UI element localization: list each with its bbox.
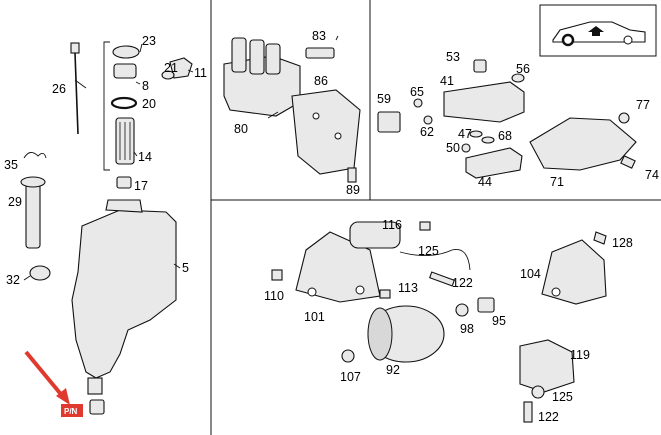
callout-56: 56: [516, 62, 530, 76]
highlighted-part-tag-text: P/N: [64, 407, 78, 416]
callout-101: 101: [304, 310, 325, 324]
callout-119: 119: [570, 348, 590, 362]
callout-8: 8: [142, 79, 149, 93]
callout-122-top: 122: [452, 276, 473, 290]
seal-21: [161, 70, 175, 80]
callout-5: 5: [182, 261, 189, 275]
seal-68: [481, 136, 495, 144]
callout-128: 128: [612, 236, 633, 250]
callout-92: 92: [386, 363, 400, 377]
seal-47: [469, 130, 483, 138]
fitting-95: [477, 297, 495, 313]
bolt-122-top: [428, 271, 456, 287]
callout-86: 86: [314, 74, 328, 88]
callout-125-bottom: 125: [552, 390, 573, 404]
vehicle-locator: [539, 4, 657, 57]
part-62: [423, 115, 433, 125]
part-17: [116, 176, 132, 189]
callout-labels: 23 26 8 11 20 21 14 17 35 29 32 5 83 86 …: [4, 29, 659, 424]
nut-107: [341, 349, 355, 363]
callout-110: 110: [264, 289, 284, 303]
callout-107: 107: [340, 370, 361, 384]
callout-113: 113: [398, 281, 418, 295]
dipstick-rod: [74, 52, 79, 135]
top-middle-panel: [223, 35, 361, 183]
callout-11: 11: [194, 66, 207, 80]
callout-32: 32: [6, 273, 20, 287]
bottom-grommet: [89, 399, 105, 415]
callout-14: 14: [138, 150, 152, 164]
callout-125-top: 125: [418, 244, 439, 258]
callout-77: 77: [636, 98, 650, 112]
bracket-86: [291, 89, 361, 175]
reservoir-5: [71, 209, 177, 379]
sensor-29: [25, 181, 41, 249]
bolt-89: [347, 167, 357, 183]
valve-body-41: [443, 81, 525, 123]
grommet-32: [29, 265, 51, 281]
callout-20: 20: [142, 97, 156, 111]
fitting-83: [305, 47, 335, 59]
bracket-101: [295, 231, 381, 303]
callout-89: 89: [346, 183, 360, 197]
part-50: [461, 143, 471, 153]
vehicle-front-arrow-icon: [588, 26, 604, 36]
callout-17: 17: [134, 179, 148, 193]
callout-41: 41: [440, 74, 454, 88]
mount-119: [519, 339, 575, 393]
callout-116: 116: [382, 218, 402, 232]
washer-125: [531, 385, 545, 399]
washer-98: [455, 303, 469, 317]
callout-47: 47: [458, 127, 472, 141]
callout-83: 83: [312, 29, 326, 43]
bracket-104: [541, 239, 607, 305]
callout-29: 29: [8, 195, 22, 209]
left-panel: P/N: [20, 41, 194, 417]
bolt-74: [620, 155, 636, 169]
bolt-122-bottom: [523, 401, 533, 423]
callout-62: 62: [420, 125, 434, 139]
callout-95: 95: [492, 314, 506, 328]
callout-23: 23: [142, 34, 156, 48]
ring-20: [110, 96, 138, 110]
callout-104: 104: [520, 267, 541, 281]
callout-80: 80: [234, 122, 248, 136]
part-128: [593, 231, 607, 245]
part-65: [413, 98, 423, 108]
red-pointer-arrow-icon: [24, 350, 70, 405]
solenoid-44: [465, 147, 523, 179]
callout-71: 71: [550, 175, 564, 189]
callout-50: 50: [446, 141, 460, 155]
actuator-71: [529, 117, 637, 171]
part-113: [379, 289, 391, 299]
callout-35: 35: [4, 158, 18, 172]
dipstick-cap: [70, 42, 80, 54]
part-8: [113, 63, 137, 79]
filler-cap-23: [112, 45, 140, 59]
callout-68: 68: [498, 129, 512, 143]
callout-53: 53: [446, 50, 460, 64]
callout-44: 44: [478, 175, 492, 189]
sensor-cable-125: [399, 248, 471, 271]
callout-59: 59: [377, 92, 391, 106]
callout-65: 65: [410, 85, 424, 99]
bolt-110: [271, 269, 283, 281]
callout-98: 98: [460, 322, 474, 336]
bottom-right-panel: [271, 221, 607, 423]
top-right-panel: [377, 59, 637, 179]
callout-26: 26: [52, 82, 66, 96]
connector-59: [377, 111, 401, 133]
highlighted-part-tag[interactable]: [61, 404, 83, 417]
clip-35: [23, 152, 47, 159]
callout-74: 74: [645, 168, 659, 182]
callout-122-bottom: 122: [538, 410, 559, 424]
callout-21: 21: [164, 61, 178, 75]
valve-116: [349, 221, 401, 249]
